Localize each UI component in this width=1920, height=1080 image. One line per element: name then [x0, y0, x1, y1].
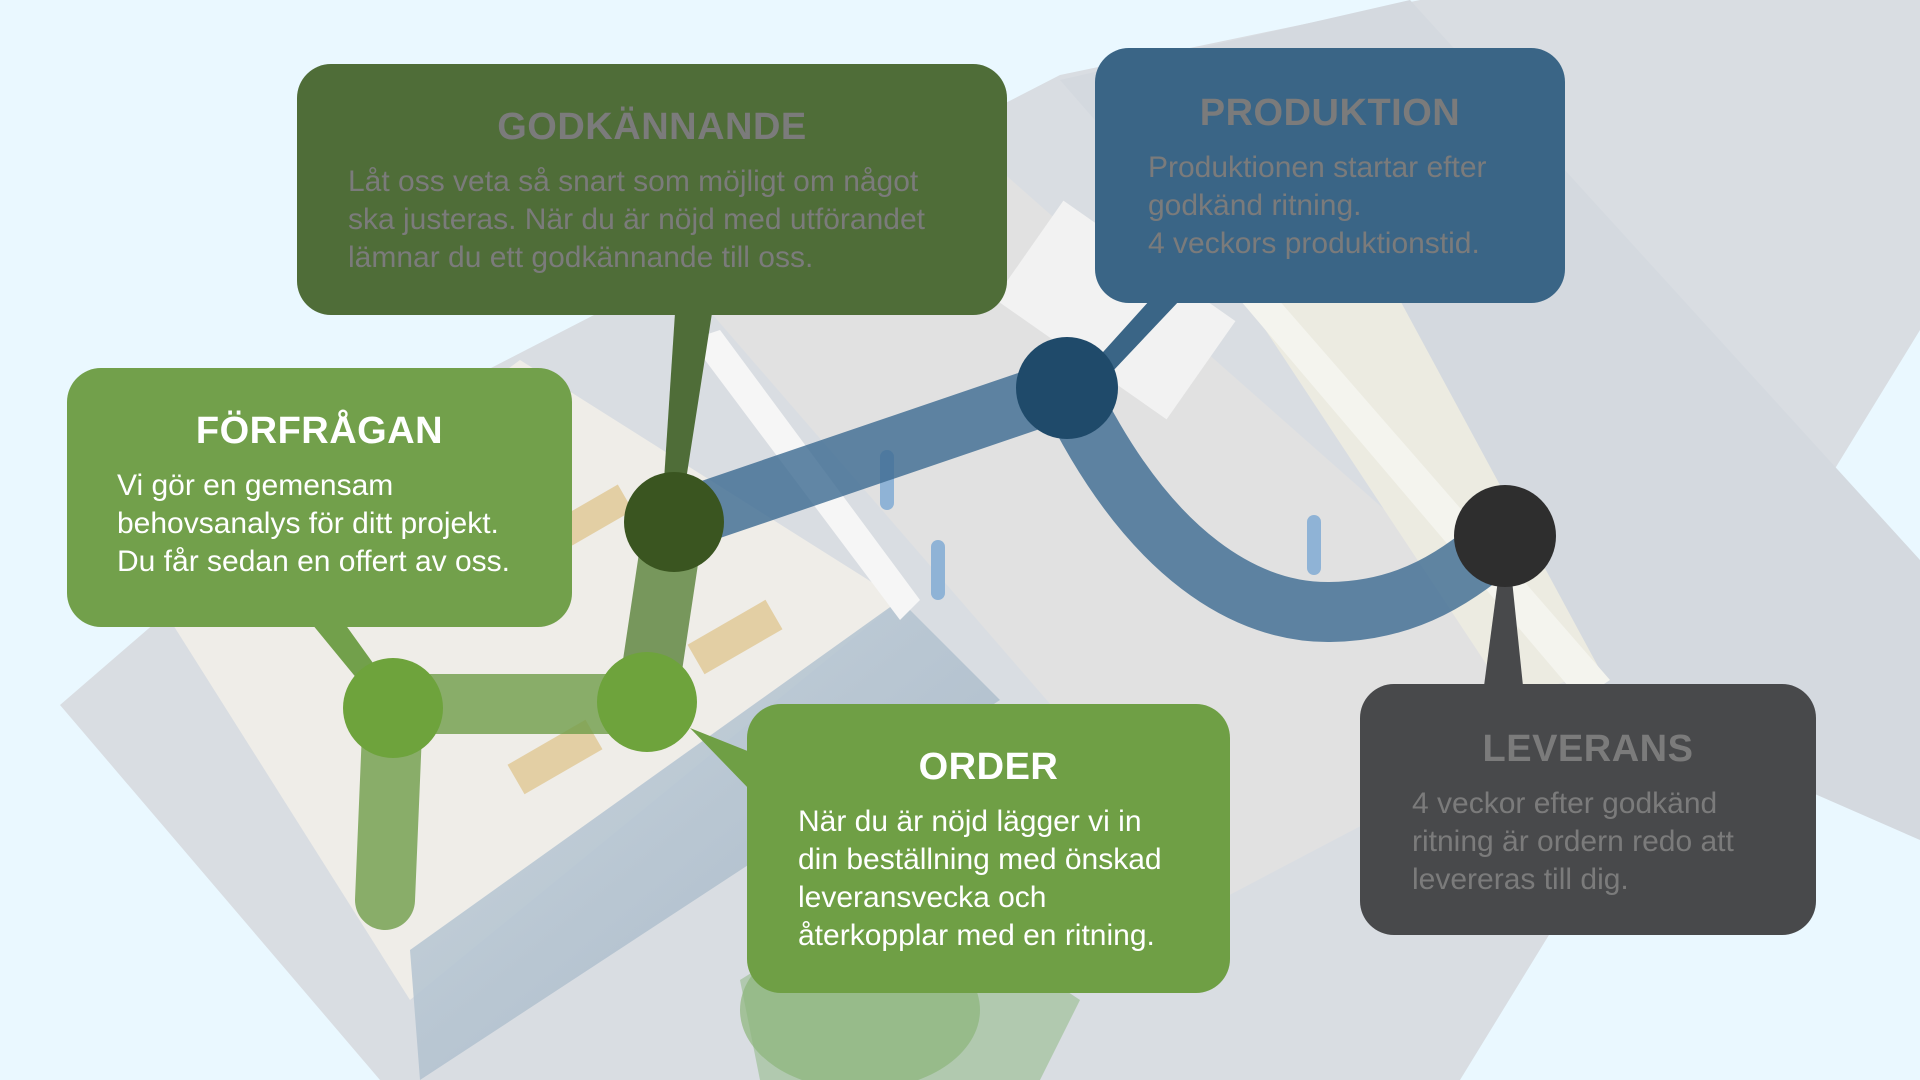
wall-right: [1240, 290, 1610, 700]
callout-title: ORDER: [918, 746, 1059, 788]
callout-body: Vi gör en gemensam behovsanalys för ditt…: [117, 469, 511, 578]
callout-body: Produktionen startar efter godkänd ritni…: [1148, 151, 1487, 260]
callout-order: ORDER När du är nöjd lägger vi in din be…: [747, 704, 1230, 993]
callout-produktion: PRODUKTION Produktionen startar efter go…: [1095, 48, 1565, 303]
node-order[interactable]: [597, 652, 697, 752]
tail-order: [690, 728, 750, 790]
callout-title: GODKÄNNANDE: [497, 106, 807, 148]
tail-leverans: [1484, 580, 1523, 686]
path-godkannande-produktion: [664, 359, 1077, 551]
callout-body: 4 veckor efter godkänd ritning är ordern…: [1412, 787, 1734, 896]
callout-title: FÖRFRÅGAN: [195, 410, 444, 452]
callout-title: PRODUKTION: [1199, 92, 1461, 134]
node-produktion[interactable]: [1016, 337, 1118, 439]
callout-forfragan: FÖRFRÅGAN Vi gör en gemensam behovsanaly…: [67, 368, 572, 627]
callout-godkannande: GODKÄNNANDE Låt oss veta så snart som mö…: [297, 64, 1007, 315]
callout-leverans: LEVERANS 4 veckor efter godkänd ritning …: [1360, 684, 1816, 935]
flow-nodes: [343, 337, 1556, 758]
node-leverans[interactable]: [1454, 485, 1556, 587]
callout-tails: [312, 300, 1523, 790]
callout-title: LEVERANS: [1482, 728, 1694, 770]
desk-1: [557, 484, 633, 546]
figure-3: [1307, 515, 1321, 575]
tail-forfragan: [312, 624, 378, 680]
figure-2: [931, 540, 945, 600]
cabinet: [994, 200, 1236, 420]
callout-body: Låt oss veta så snart som möjligt om någ…: [348, 165, 925, 274]
desk-3: [507, 719, 603, 795]
node-godkannande[interactable]: [624, 472, 724, 572]
path-produktion-leverans: [1039, 374, 1525, 643]
tail-godkannande: [664, 313, 712, 480]
callout-body: När du är nöjd lägger vi in din beställn…: [798, 805, 1162, 952]
node-forfragan[interactable]: [343, 658, 443, 758]
desk-2: [687, 599, 783, 675]
